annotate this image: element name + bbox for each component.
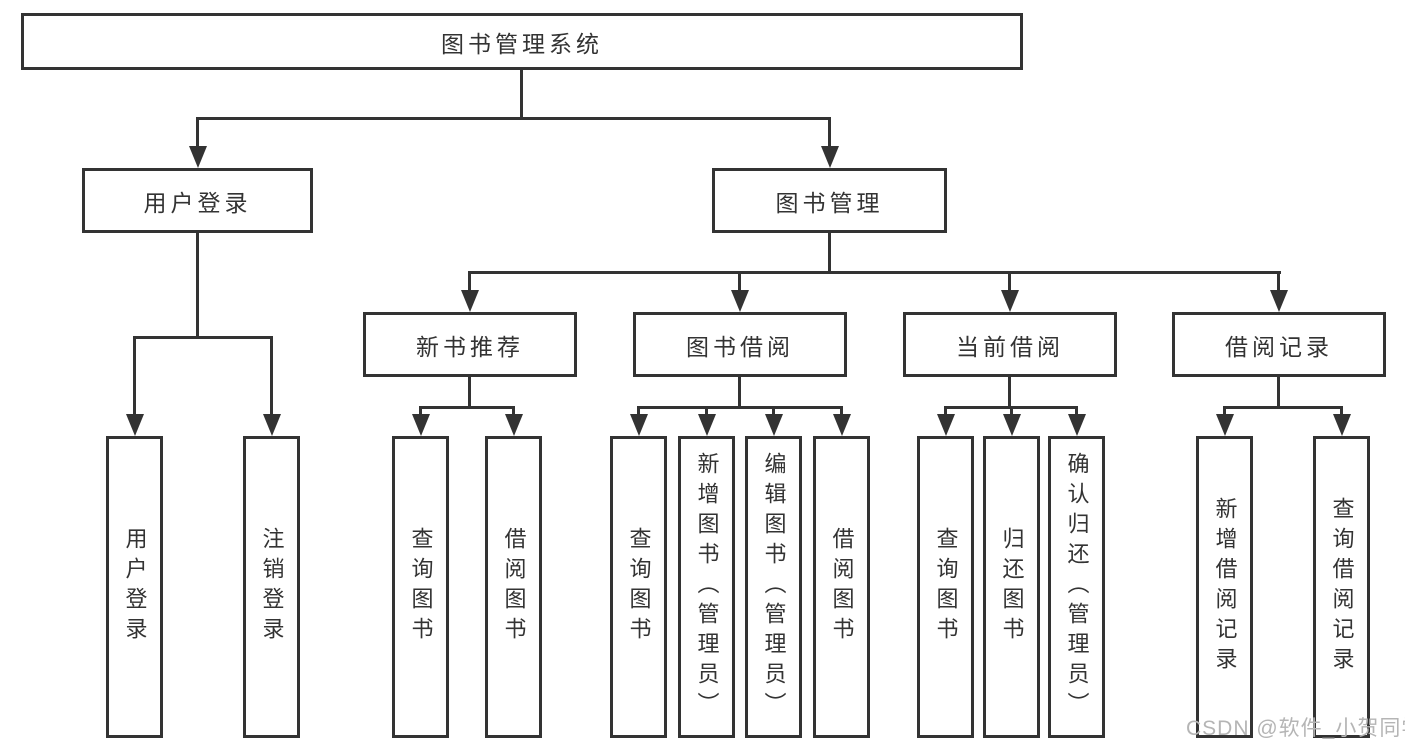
node-book-borrowing: 图书借阅	[633, 312, 847, 377]
leaf-newbook-query-books-label: 查询图书	[408, 527, 434, 647]
arrow-down-icon	[1001, 290, 1019, 312]
leaf-query-borrow-record-label: 查询借阅记录	[1329, 497, 1355, 677]
arrow-down-icon	[821, 146, 839, 168]
arrow-shaft	[705, 406, 708, 416]
arrow-down-icon	[765, 414, 783, 436]
arrow-down-icon	[1068, 414, 1086, 436]
node-root-label: 图书管理系统	[441, 30, 603, 57]
h-line	[419, 406, 515, 409]
arrow-down-icon	[505, 414, 523, 436]
arrow-down-icon	[1270, 290, 1288, 312]
node-current-borrowing-label: 当前借阅	[956, 333, 1064, 360]
leaf-user-login: 用户登录	[106, 436, 163, 738]
leaf-return-books: 归还图书	[983, 436, 1040, 738]
arrow-down-icon	[263, 414, 281, 436]
arrow-shaft	[738, 271, 741, 292]
node-root: 图书管理系统	[21, 13, 1023, 70]
arrow-shaft	[512, 406, 515, 416]
leaf-edit-books-admin: 编辑图书（管理员）	[745, 436, 802, 738]
arrow-down-icon	[1333, 414, 1351, 436]
arrow-shaft	[944, 406, 947, 416]
leaf-borrow-books-label: 借阅图书	[829, 527, 855, 647]
leaf-query-borrow-record: 查询借阅记录	[1313, 436, 1370, 738]
node-book-management-label: 图书管理	[775, 189, 884, 216]
arrow-down-icon	[189, 146, 207, 168]
arrow-shaft	[196, 117, 199, 148]
arrow-down-icon	[698, 414, 716, 436]
arrow-down-icon	[1216, 414, 1234, 436]
arrow-shaft	[840, 406, 843, 416]
arrow-shaft	[1075, 406, 1078, 416]
v-line	[1008, 377, 1011, 406]
h-line	[196, 117, 831, 120]
arrow-shaft	[1223, 406, 1226, 416]
leaf-logout: 注销登录	[243, 436, 300, 738]
node-book-borrowing-label: 图书借阅	[686, 333, 794, 360]
h-line	[133, 336, 273, 339]
arrow-down-icon	[126, 414, 144, 436]
v-line	[196, 233, 199, 336]
leaf-add-books-admin-label: 新增图书（管理员）	[694, 452, 720, 722]
h-line	[637, 406, 843, 409]
node-user-login-label: 用户登录	[143, 189, 252, 216]
leaf-return-books-label: 归还图书	[999, 527, 1025, 647]
leaf-borrow-query-books: 查询图书	[610, 436, 667, 738]
arrow-down-icon	[1003, 414, 1021, 436]
leaf-newbook-query-books: 查询图书	[392, 436, 449, 738]
h-line	[1223, 406, 1343, 409]
arrow-down-icon	[731, 290, 749, 312]
arrow-shaft	[468, 271, 471, 292]
arrow-down-icon	[630, 414, 648, 436]
node-borrowing-records: 借阅记录	[1172, 312, 1386, 377]
arrow-shaft	[1277, 271, 1280, 292]
leaf-logout-label: 注销登录	[259, 527, 285, 647]
leaf-user-login-label: 用户登录	[122, 527, 148, 647]
arrow-shaft	[772, 406, 775, 416]
v-line	[468, 377, 471, 406]
arrow-down-icon	[937, 414, 955, 436]
node-new-book-recommend: 新书推荐	[363, 312, 577, 377]
leaf-current-query-books: 查询图书	[917, 436, 974, 738]
arrow-down-icon	[412, 414, 430, 436]
node-new-book-recommend-label: 新书推荐	[416, 333, 524, 360]
leaf-edit-books-admin-label: 编辑图书（管理员）	[761, 452, 787, 722]
arrow-down-icon	[461, 290, 479, 312]
node-current-borrowing: 当前借阅	[903, 312, 1117, 377]
leaf-confirm-return-admin: 确认归还（管理员）	[1048, 436, 1105, 738]
leaf-borrow-books: 借阅图书	[813, 436, 870, 738]
node-book-management: 图书管理	[712, 168, 947, 233]
arrow-shaft	[637, 406, 640, 416]
leaf-add-books-admin: 新增图书（管理员）	[678, 436, 735, 738]
arrow-shaft	[133, 336, 136, 416]
leaf-newbook-borrow-books-label: 借阅图书	[501, 527, 527, 647]
leaf-borrow-query-books-label: 查询图书	[626, 527, 652, 647]
arrow-down-icon	[833, 414, 851, 436]
leaf-add-borrow-record-label: 新增借阅记录	[1212, 497, 1238, 677]
csdn-watermark: CSDN @软件_小贺同学	[1186, 717, 1405, 740]
v-line	[520, 70, 523, 117]
leaf-confirm-return-admin-label: 确认归还（管理员）	[1064, 452, 1090, 722]
arrow-shaft	[828, 117, 831, 148]
leaf-add-borrow-record: 新增借阅记录	[1196, 436, 1253, 738]
v-line	[828, 233, 831, 271]
arrow-shaft	[1340, 406, 1343, 416]
node-user-login: 用户登录	[82, 168, 313, 233]
arrow-shaft	[270, 336, 273, 416]
h-line	[469, 271, 1281, 274]
leaf-newbook-borrow-books: 借阅图书	[485, 436, 542, 738]
leaf-current-query-books-label: 查询图书	[933, 527, 959, 647]
v-line	[738, 377, 741, 406]
arrow-shaft	[1008, 271, 1011, 292]
node-borrowing-records-label: 借阅记录	[1225, 333, 1333, 360]
arrow-shaft	[1010, 406, 1013, 416]
arrow-shaft	[419, 406, 422, 416]
v-line	[1277, 377, 1280, 406]
